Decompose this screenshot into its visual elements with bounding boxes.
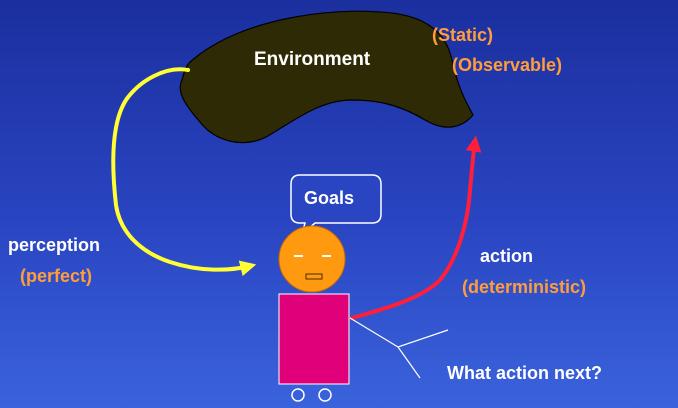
action-arrow: [350, 135, 482, 320]
goals-label: Goals: [304, 188, 355, 208]
agent-right-wheel: [318, 388, 332, 402]
agent-left-wheel: [291, 388, 305, 402]
property-static: (Static): [432, 25, 494, 45]
perception-arrow: [111, 67, 257, 277]
property-observable: (Observable): [452, 55, 563, 75]
action-qualifier: (deterministic): [462, 277, 587, 297]
thought-label: What action next?: [447, 363, 603, 383]
thought-callout: [349, 317, 449, 379]
agent-head: [278, 225, 346, 293]
environment-label: Environment: [254, 49, 371, 70]
action-label: action: [480, 246, 534, 266]
agent-mouth: [305, 273, 323, 280]
environment-shape: [179, 10, 474, 144]
perception-label: perception: [8, 235, 101, 255]
perception-qualifier: (perfect): [20, 266, 93, 286]
agent-body: [278, 293, 350, 385]
